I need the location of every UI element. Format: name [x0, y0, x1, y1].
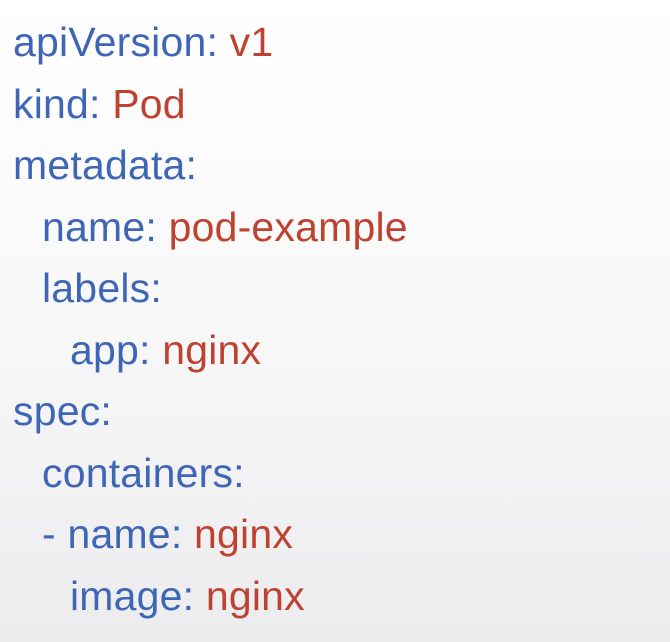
yaml-line-container-name: - name: nginx — [0, 504, 670, 566]
yaml-list-dash: - — [42, 511, 56, 557]
yaml-value: nginx — [162, 326, 262, 373]
yaml-value: pod-example — [168, 203, 408, 250]
yaml-colon: : — [233, 449, 245, 496]
yaml-key: kind — [13, 80, 90, 127]
yaml-key: image — [70, 572, 183, 619]
yaml-line-containers: containers: — [0, 443, 670, 505]
yaml-key: metadata — [13, 142, 186, 188]
yaml-value: nginx — [194, 511, 294, 557]
yaml-key: name — [42, 203, 146, 250]
yaml-line-metadata-name: name: pod-example — [0, 197, 670, 259]
yaml-value: v1 — [229, 19, 274, 65]
yaml-colon: : — [150, 265, 162, 311]
yaml-colon: : — [182, 572, 206, 619]
yaml-key: apiVersion — [13, 19, 207, 65]
yaml-line-label-app: app: nginx — [0, 320, 670, 382]
yaml-key: name — [67, 511, 171, 557]
yaml-line-labels: labels: — [0, 258, 670, 320]
yaml-value: Pod — [112, 80, 186, 127]
yaml-line-metadata: metadata: — [0, 135, 670, 197]
yaml-colon: : — [139, 326, 163, 373]
yaml-line-apiversion: apiVersion: v1 — [0, 12, 670, 74]
yaml-line-spec: spec: — [0, 381, 670, 443]
yaml-value: nginx — [205, 572, 305, 619]
yaml-line-container-image: image: nginx — [0, 566, 670, 628]
yaml-key: app — [70, 326, 140, 373]
yaml-colon: : — [170, 511, 195, 557]
yaml-key: labels — [42, 265, 151, 311]
yaml-colon: : — [185, 142, 198, 188]
yaml-colon: : — [100, 388, 112, 434]
yaml-key: spec — [13, 388, 101, 434]
yaml-line-kind: kind: Pod — [0, 74, 670, 136]
yaml-key: containers — [42, 449, 234, 496]
yaml-space — [56, 511, 68, 557]
yaml-colon: : — [206, 19, 230, 65]
yaml-colon: : — [89, 80, 113, 127]
yaml-colon: : — [145, 203, 169, 250]
